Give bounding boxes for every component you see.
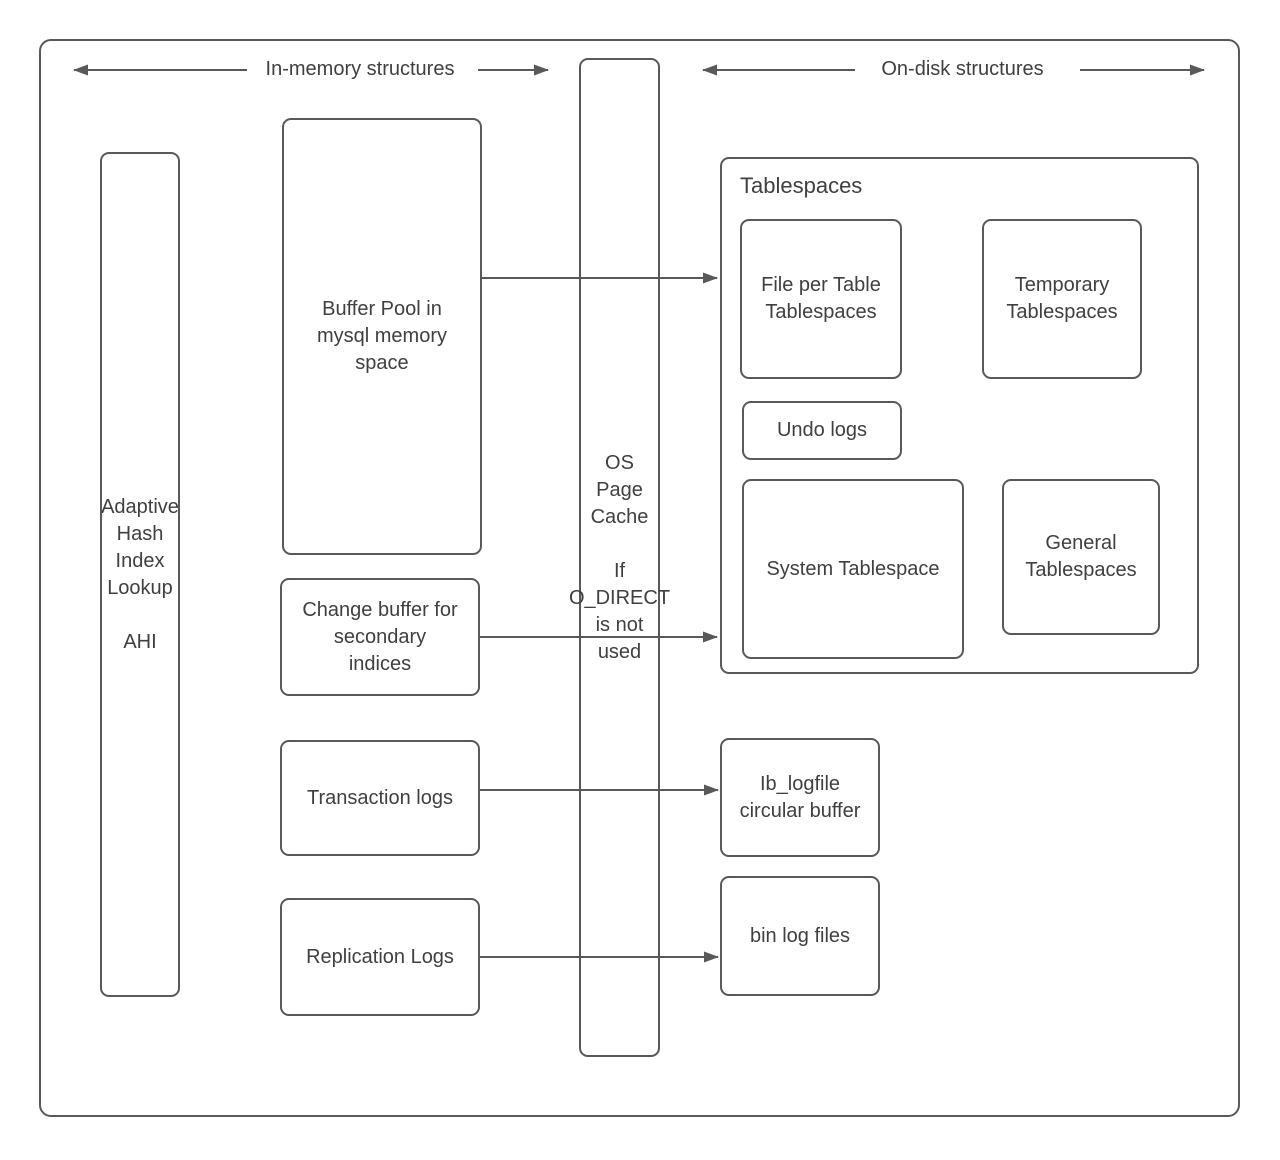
in-memory-structures-header: In-memory structures [250,58,470,81]
tablespaces-group-box: Tablespaces File per Table Tablespaces T… [720,157,1199,674]
os-page-cache-box: OS Page Cache If O_DIRECT is not used [569,58,670,1057]
on-disk-structures-label: On-disk structures [881,58,1044,80]
buffer-pool-label: Buffer Pool in mysql memory space [316,298,447,374]
transaction-logs-box: Transaction logs [280,740,480,856]
in-memory-structures-label: In-memory structures [265,58,455,80]
tablespaces-title: Tablespaces [740,173,863,198]
system-tablespace-box: System Tablespace [742,479,964,659]
bin-log-files-box: bin log files [720,876,880,996]
undo-logs-box: Undo logs [742,401,902,460]
temporary-tablespaces-label: Temporary Tablespaces [1006,274,1118,323]
os-page-cache-label: OS Page Cache If O_DIRECT is not used [568,451,671,663]
general-tablespaces-box: General Tablespaces [1002,479,1160,635]
replication-logs-box: Replication Logs [280,898,480,1016]
ib-logfile-label: Ib_logfile circular buffer [739,772,861,822]
adaptive-hash-index-label: Adaptive Hash Index Lookup AHI [101,495,179,653]
change-buffer-label: Change buffer for secondary indices [302,598,458,675]
file-per-table-tablespaces-box: File per Table Tablespaces [740,219,902,379]
change-buffer-box: Change buffer for secondary indices [280,578,480,696]
on-disk-structures-header: On-disk structures [865,58,1060,81]
adaptive-hash-index-box: Adaptive Hash Index Lookup AHI [100,152,180,997]
ib-logfile-box: Ib_logfile circular buffer [720,738,880,857]
general-tablespaces-label: General Tablespaces [1025,532,1137,581]
replication-logs-label: Replication Logs [306,945,454,968]
system-tablespace-label: System Tablespace [766,557,940,580]
transaction-logs-label: Transaction logs [307,786,453,809]
file-per-table-tablespaces-label: File per Table Tablespaces [761,274,881,323]
bin-log-files-label: bin log files [749,924,851,947]
buffer-pool-box: Buffer Pool in mysql memory space [282,118,482,555]
temporary-tablespaces-box: Temporary Tablespaces [982,219,1142,379]
undo-logs-label: Undo logs [776,419,868,441]
outer-frame [39,39,1240,1117]
